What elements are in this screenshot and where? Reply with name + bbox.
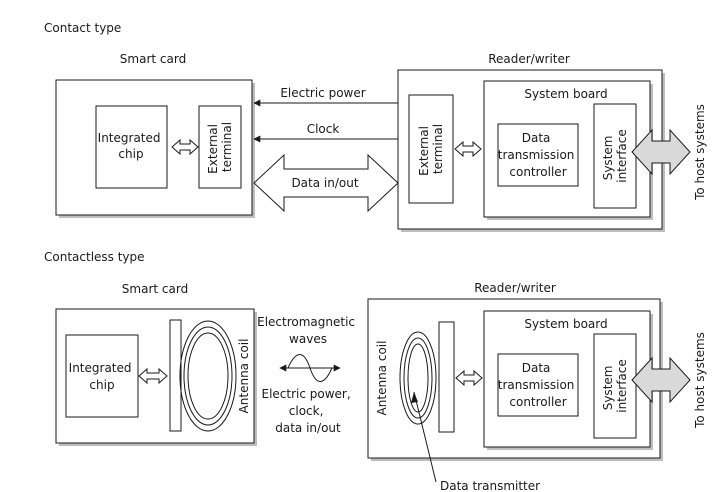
contact-card-terminal-label: External terminal bbox=[206, 120, 234, 174]
contactless-smart-card-title: Smart card bbox=[122, 282, 188, 296]
contact-chip-terminal-arrow bbox=[171, 138, 199, 156]
contactless-section: Contactless type Smart card Reader/write… bbox=[44, 250, 707, 492]
contactless-reader-title: Reader/writer bbox=[474, 281, 556, 295]
contactless-section-title: Contactless type bbox=[44, 250, 145, 264]
contactless-host-arrow bbox=[631, 356, 691, 404]
contact-system-interface-label: System interface bbox=[601, 129, 629, 183]
contactless-data-controller-box bbox=[497, 353, 579, 417]
contactless-reader-antenna-label: Antenna coil bbox=[375, 341, 389, 416]
contactless-card-antenna-label: Antenna coil bbox=[237, 339, 251, 414]
contact-system-board-label: System board bbox=[524, 87, 607, 101]
contact-to-host-label: To host systems bbox=[693, 104, 707, 201]
contact-section-title: Contact type bbox=[44, 21, 121, 35]
contact-integrated-chip-box bbox=[95, 105, 168, 189]
contact-data-controller-box bbox=[497, 123, 579, 187]
contact-section: Contact type Smart card Reader/writer In… bbox=[44, 21, 707, 232]
contact-card-terminal-box bbox=[198, 105, 242, 189]
contact-reader-title: Reader/writer bbox=[488, 52, 570, 66]
contactless-integrated-chip-box bbox=[65, 334, 139, 418]
contactless-sine-wave bbox=[287, 354, 333, 382]
contact-data-controller-label: Data transmission controller bbox=[498, 131, 579, 179]
contactless-coil-board-arrow bbox=[455, 369, 483, 387]
contactless-reader-bar bbox=[438, 321, 455, 433]
contactless-system-interface-box bbox=[593, 333, 637, 439]
contactless-signals-label: Electric power, clock, data in/out bbox=[261, 387, 354, 435]
contactless-system-board-label: System board bbox=[524, 317, 607, 331]
contact-clock-label: Clock bbox=[307, 122, 340, 136]
contactless-data-controller-label: Data transmission controller bbox=[498, 361, 579, 409]
contact-data-inout-arrow bbox=[253, 153, 399, 213]
data-transmitter-pointer-head bbox=[411, 392, 418, 403]
contactless-card-bar bbox=[169, 319, 182, 432]
contactless-integrated-chip-label: Integrated chip bbox=[69, 361, 136, 392]
contact-system-interface-box bbox=[593, 103, 637, 209]
contact-terminal-board-arrow bbox=[454, 140, 482, 158]
contact-host-arrow bbox=[631, 128, 691, 176]
contactless-to-host-label: To host systems bbox=[693, 332, 707, 429]
contact-electric-power-label: Electric power bbox=[280, 86, 365, 100]
contactless-em-waves-label: Electromagnetic waves bbox=[257, 315, 359, 346]
contact-data-inout-label: Data in/out bbox=[291, 176, 358, 190]
contact-reader-terminal-box bbox=[408, 94, 454, 204]
contactless-chip-coil-arrow bbox=[138, 367, 168, 385]
contact-smart-card-title: Smart card bbox=[120, 52, 186, 66]
contactless-reader-coil bbox=[399, 331, 437, 425]
contactless-card-coil bbox=[179, 320, 237, 432]
contact-reader-terminal-label: External terminal bbox=[417, 122, 445, 176]
contactless-system-interface-label: System interface bbox=[601, 359, 629, 413]
data-transmitter-pointer bbox=[413, 391, 437, 483]
data-transmitter-label: Data transmitter bbox=[440, 479, 540, 492]
contact-integrated-chip-label: Integrated chip bbox=[98, 131, 165, 161]
